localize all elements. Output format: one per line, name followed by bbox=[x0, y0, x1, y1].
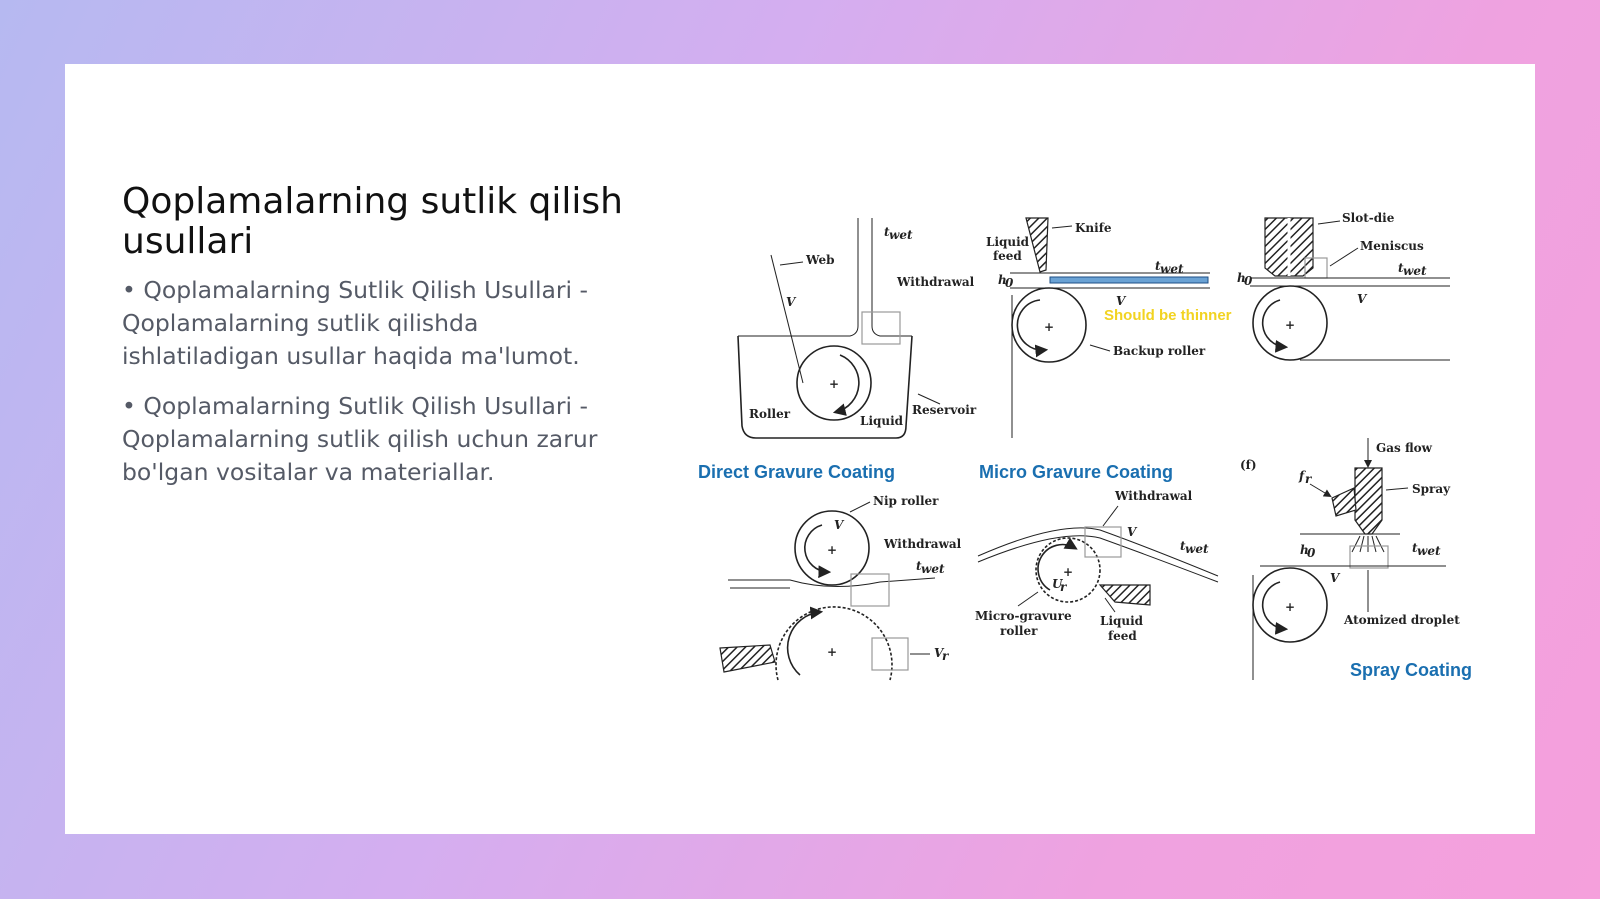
label-reservoir: Reservoir bbox=[912, 403, 977, 417]
slide-title: Qoplamalarning sutlik qilish usullari bbox=[122, 181, 623, 262]
label-withdrawal: Withdrawal bbox=[896, 275, 975, 289]
label-twet-sub: wet bbox=[1403, 264, 1427, 278]
label-twet-sub: wet bbox=[1417, 544, 1441, 558]
label-liquid-feed-2: feed bbox=[1108, 629, 1137, 643]
label-twet: t bbox=[1180, 539, 1186, 553]
svg-text:+: + bbox=[1044, 320, 1054, 334]
svg-text:+: + bbox=[1285, 318, 1295, 332]
bullet-list: • Qoplamalarning Sutlik Qilish Usullari … bbox=[122, 274, 612, 506]
panel-slot-die: + Slot-die Meniscus h 0 t wet V bbox=[1237, 211, 1450, 361]
label-twet: t bbox=[916, 559, 922, 573]
label-h0: h bbox=[1300, 543, 1309, 557]
label-liquid-feed-2: feed bbox=[993, 249, 1022, 263]
label-h0-sub: 0 bbox=[1244, 274, 1253, 288]
label-twet-sub: wet bbox=[1185, 542, 1209, 556]
label-h0: h bbox=[1237, 271, 1246, 285]
svg-text:+: + bbox=[1285, 600, 1295, 614]
label-v: V bbox=[786, 295, 797, 309]
caption-direct-gravure: Direct Gravure Coating bbox=[698, 462, 895, 482]
label-twet-sub: wet bbox=[921, 562, 945, 576]
bullet-item: • Qoplamalarning Sutlik Qilish Usullari … bbox=[122, 276, 589, 370]
label-nip-roller: Nip roller bbox=[873, 494, 939, 508]
label-h0-sub: 0 bbox=[1005, 276, 1014, 290]
label-knife: Knife bbox=[1075, 221, 1112, 235]
label-web: Web bbox=[805, 253, 835, 267]
label-ur: U bbox=[1052, 577, 1064, 591]
label-withdrawal: Withdrawal bbox=[1114, 489, 1193, 503]
annotation-should-be-thinner: Should be thinner bbox=[1104, 307, 1232, 324]
panel-nip-roller: + + Nip roller V Withdrawal t wet V r bbox=[719, 494, 962, 681]
label-v: V bbox=[1116, 294, 1127, 308]
panel-micro-gravure-roller: + Withdrawal V t wet U r Micro-gravure r… bbox=[975, 489, 1219, 643]
label-atomized-droplet: Atomized droplet bbox=[1343, 613, 1460, 627]
label-withdrawal: Withdrawal bbox=[883, 537, 962, 551]
label-panel-f-tag: (f) bbox=[1240, 458, 1257, 472]
panel-spray-coating: + Gas flow Spray f r h 0 t wet V Atomize… bbox=[1252, 438, 1460, 680]
label-ur-sub: r bbox=[1060, 580, 1068, 594]
label-twet: t bbox=[1398, 261, 1404, 275]
label-vr: V bbox=[934, 646, 945, 660]
label-v: V bbox=[1357, 292, 1368, 306]
svg-text:+: + bbox=[827, 543, 837, 557]
svg-text:+: + bbox=[827, 645, 837, 659]
slide: Qoplamalarning sutlik qilish usullari • … bbox=[65, 64, 1535, 834]
label-backup-roller: Backup roller bbox=[1113, 344, 1206, 358]
panel-direct-gravure: + Web V t wet Withdrawal Roller Liquid R… bbox=[737, 218, 977, 439]
label-roller: Roller bbox=[749, 407, 791, 421]
label-liquid: Liquid bbox=[860, 414, 904, 428]
svg-text:+: + bbox=[829, 377, 839, 391]
label-gas-flow: Gas flow bbox=[1376, 441, 1433, 455]
label-vr-sub: r bbox=[942, 649, 950, 663]
label-spray: Spray bbox=[1412, 482, 1451, 496]
label-v: V bbox=[834, 518, 845, 532]
caption-micro-gravure: Micro Gravure Coating bbox=[979, 462, 1173, 482]
svg-text:+: + bbox=[1063, 565, 1073, 579]
label-fr: f bbox=[1298, 469, 1306, 483]
label-twet-sub: wet bbox=[889, 228, 913, 242]
label-meniscus: Meniscus bbox=[1360, 239, 1424, 253]
label-twet-sub: wet bbox=[1160, 262, 1184, 276]
label-twet: t bbox=[1412, 541, 1418, 555]
label-twet: t bbox=[1155, 259, 1161, 273]
label-h0: h bbox=[998, 273, 1007, 287]
label-liquid-feed-1: Liquid bbox=[986, 235, 1030, 249]
label-twet: t bbox=[884, 225, 890, 239]
label-micro-roller-1: Micro-gravure bbox=[975, 609, 1072, 623]
label-h0-sub: 0 bbox=[1307, 546, 1316, 560]
label-liquid-feed-1: Liquid bbox=[1100, 614, 1144, 628]
label-v: V bbox=[1330, 571, 1341, 585]
caption-spray-coating: Spray Coating bbox=[1350, 660, 1472, 680]
bullet-item: • Qoplamalarning Sutlik Qilish Usullari … bbox=[122, 392, 598, 486]
label-fr-sub: r bbox=[1305, 472, 1313, 486]
label-micro-roller-2: roller bbox=[1000, 624, 1038, 638]
label-v: V bbox=[1127, 525, 1138, 539]
panel-knife-coating: + Knife Liquid feed h 0 t wet V Should b… bbox=[986, 217, 1232, 438]
label-slot-die: Slot-die bbox=[1342, 211, 1395, 225]
